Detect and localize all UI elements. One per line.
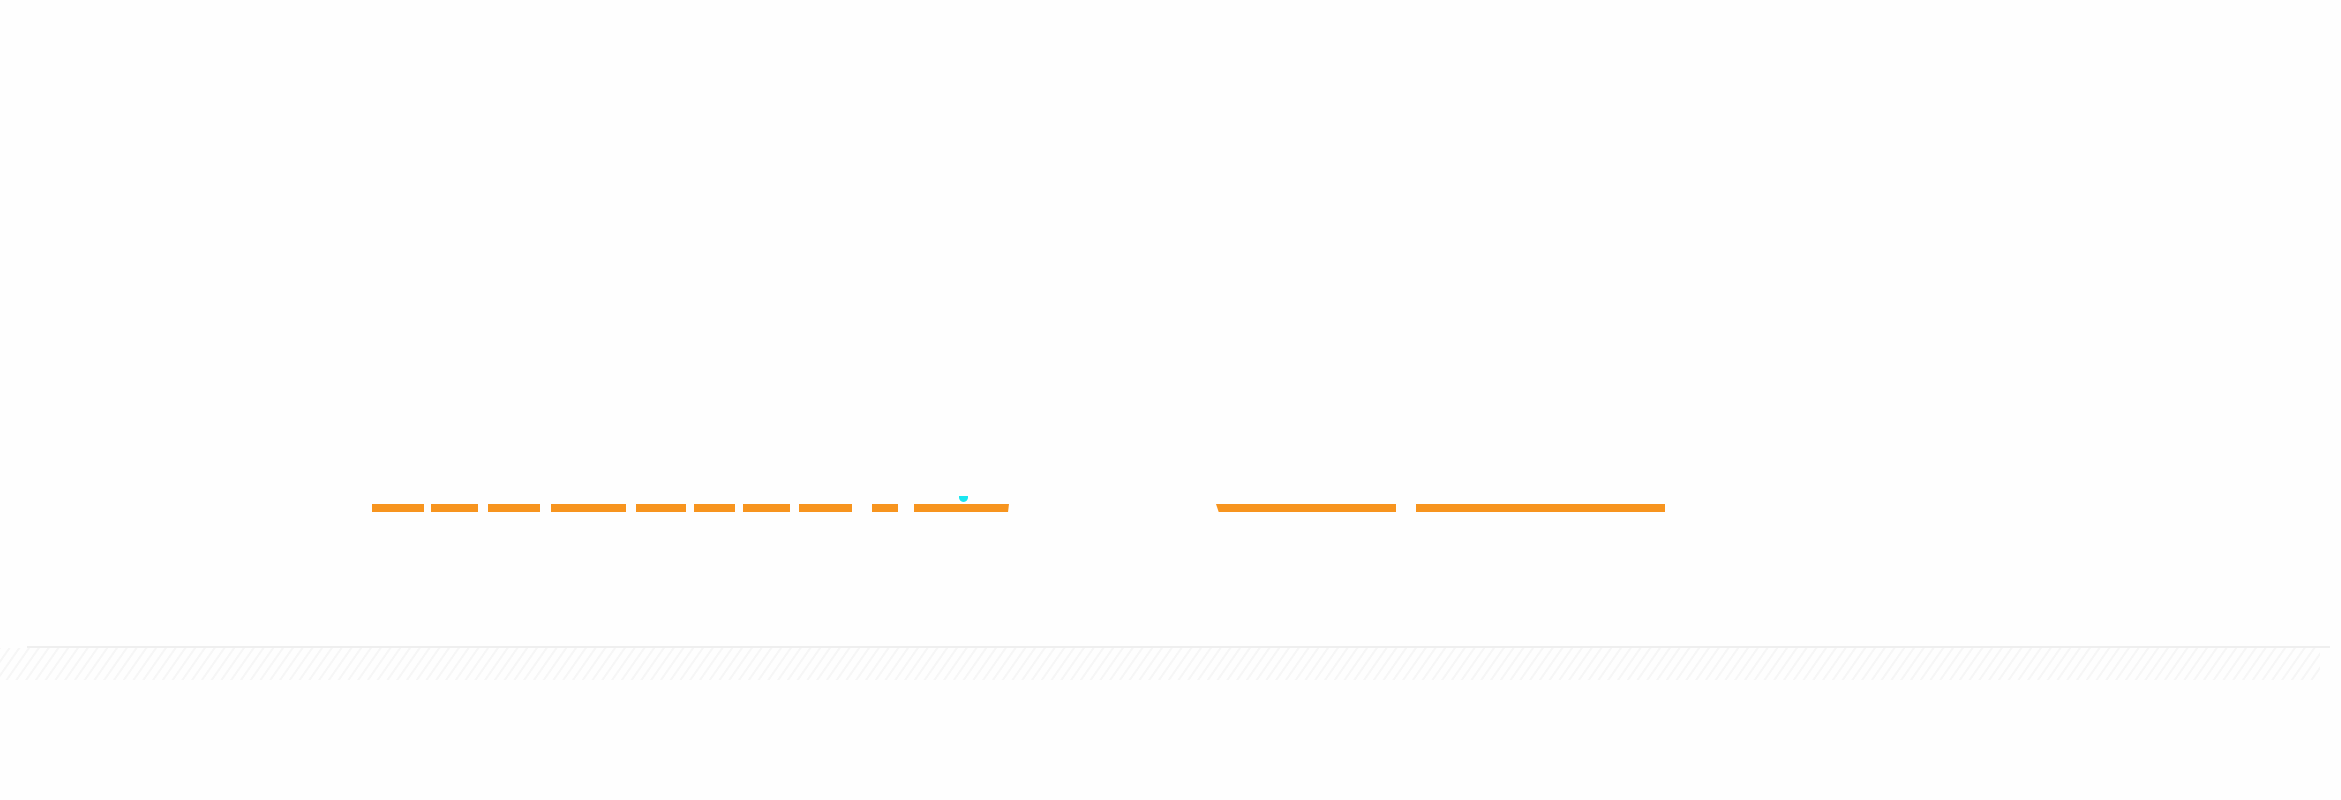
highlight-bar xyxy=(551,504,626,512)
highlight-bar xyxy=(743,504,790,512)
highlight-bar xyxy=(431,504,478,512)
highlight-bar xyxy=(1416,504,1665,512)
highlight-bar xyxy=(636,504,686,512)
highlight-bar xyxy=(1216,504,1396,512)
text-cursor-icon xyxy=(959,496,968,502)
highlight-bar xyxy=(872,504,898,512)
highlight-bar xyxy=(488,504,540,512)
divider xyxy=(27,646,2330,648)
highlight-bar xyxy=(799,504,852,512)
highlight-bar xyxy=(914,504,1009,512)
hatched-footer-area xyxy=(0,648,2320,680)
highlight-bar xyxy=(372,504,424,512)
highlight-bar xyxy=(694,504,735,512)
